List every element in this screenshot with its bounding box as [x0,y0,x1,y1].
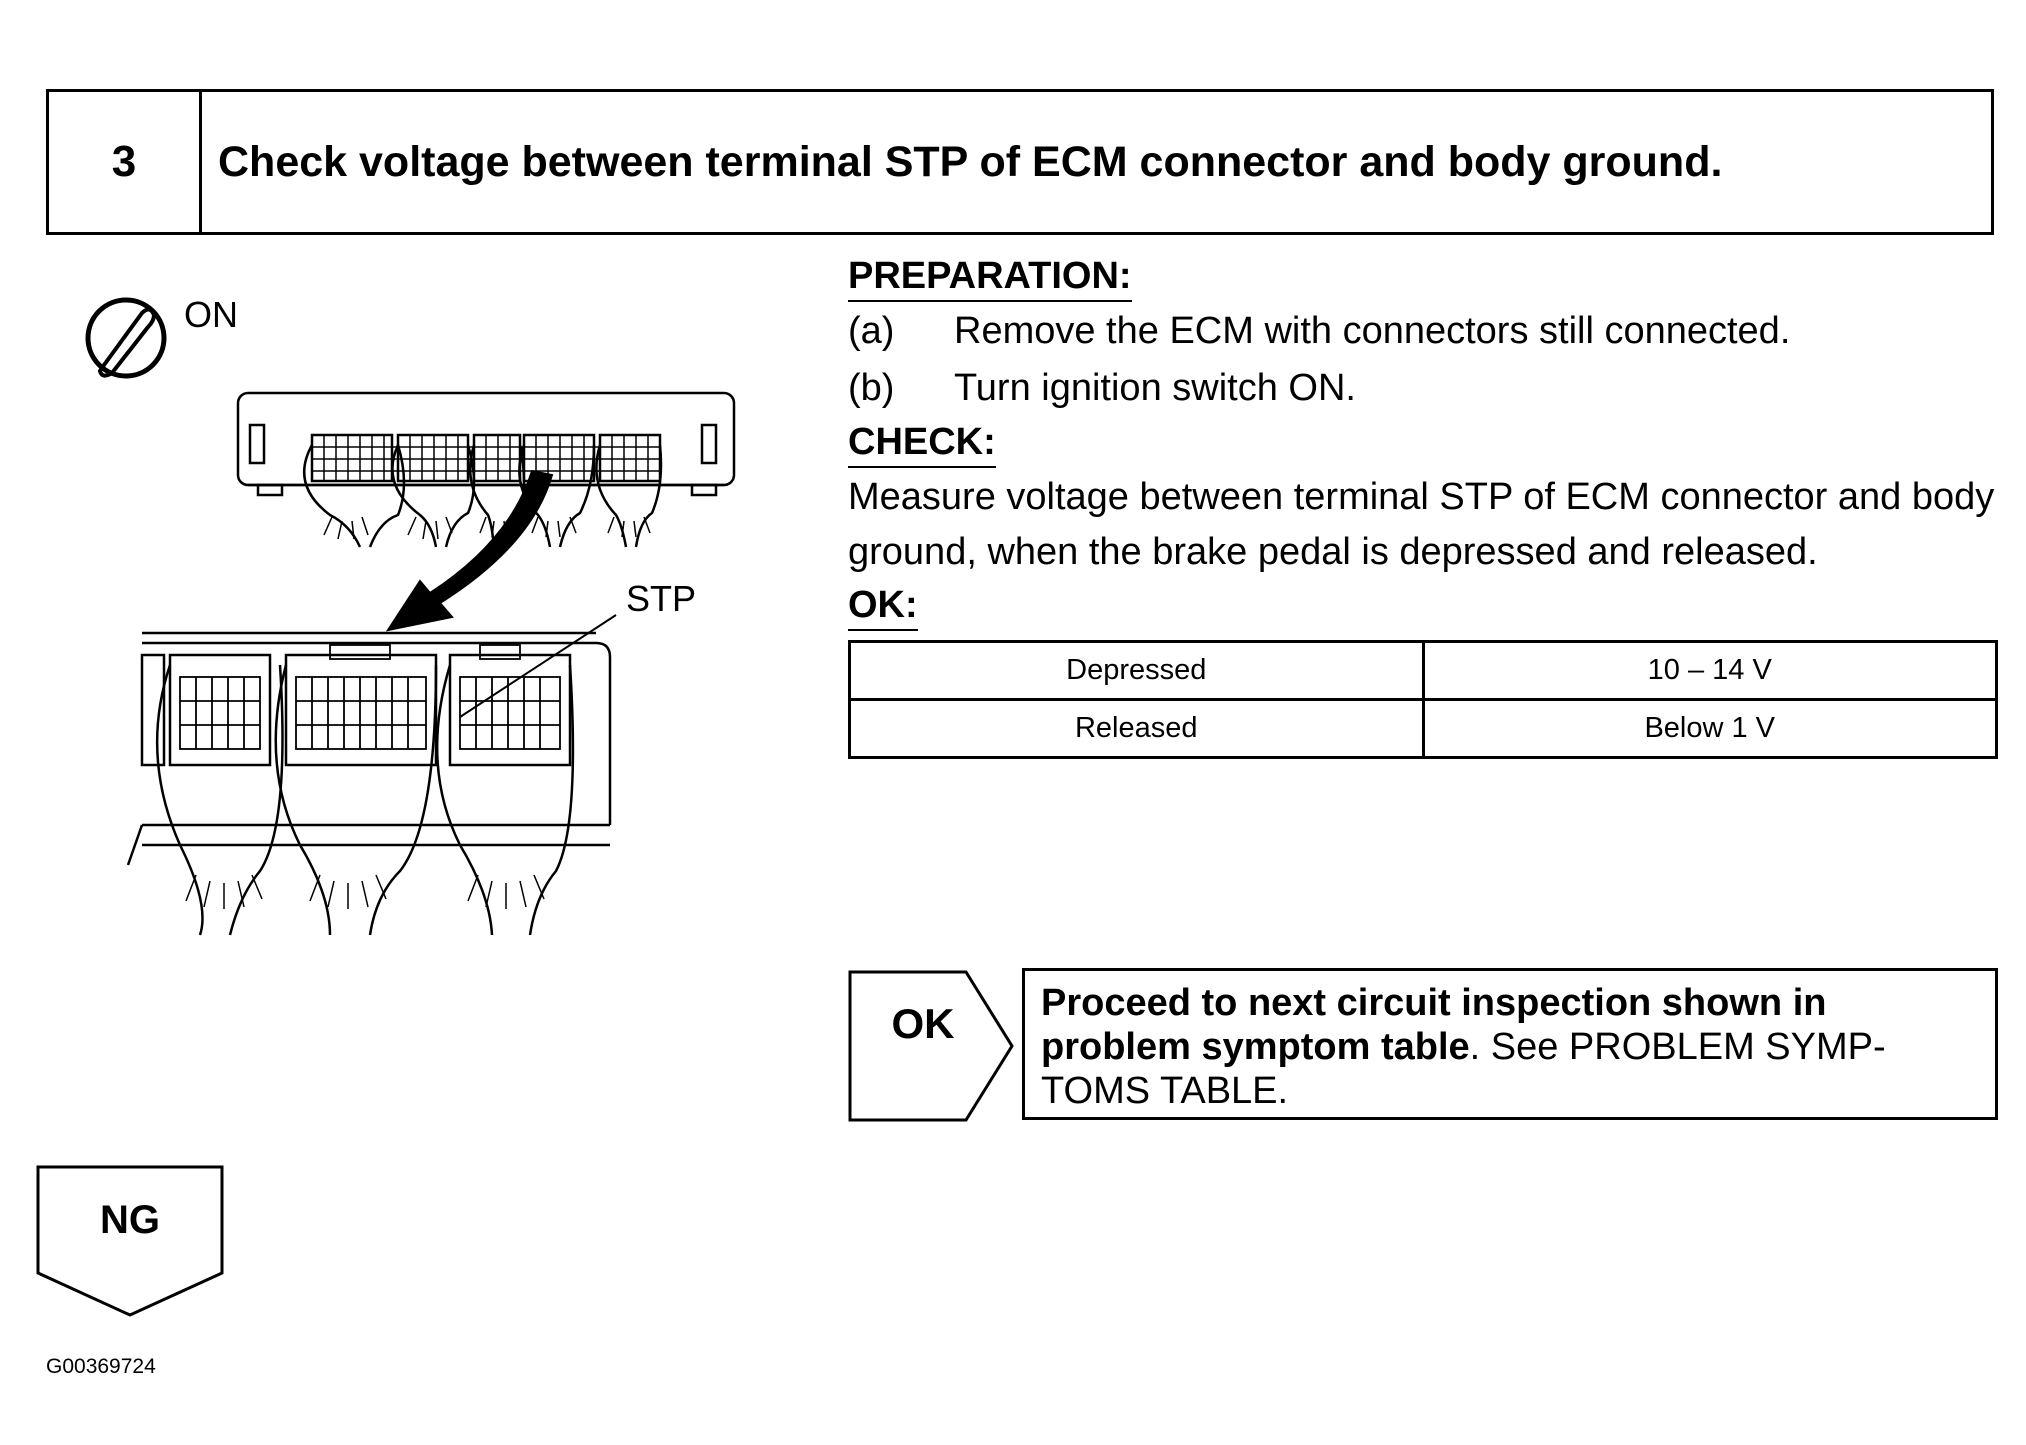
condition-cell: Released [848,698,1425,759]
table-row: Released Below 1 V [848,698,1998,759]
preparation-step-b: (b) Turn ignition switch ON. [848,367,1356,410]
ok-spec-table: Depressed 10 – 14 V Released Below 1 V [848,640,1998,759]
ok-result-box: Proceed to next circuit inspection shown… [1022,968,1998,1120]
detail-arrow [385,469,554,632]
ok-result-label: OK [891,1000,955,1047]
table-row: Depressed 10 – 14 V [848,640,1998,701]
preparation-step-a: (a) Remove the ECM with connectors still… [848,310,1790,353]
preparation-heading: PREPARATION: [848,255,1132,302]
condition-cell: Depressed [848,640,1425,701]
step-label: (a) [848,310,895,352]
value-cell: Below 1 V [1421,698,1998,759]
result-text: . See PROBLEM SYMP-TOMS TABLE. [1041,1026,1886,1112]
step-text: Turn ignition switch ON. [954,367,1356,409]
step-number: 3 [49,92,202,232]
check-text: Measure voltage between terminal STP of … [848,476,1995,573]
ecm-connector-enlarged [126,631,612,936]
step-header: 3 Check voltage between terminal STP of … [46,89,1994,235]
ignition-switch-icon [85,297,167,379]
ng-label: NG [100,1198,160,1242]
ignition-on-label: ON [184,294,238,335]
stp-terminal-label: STP [626,578,696,619]
step-label: (b) [848,367,895,409]
ok-arrow-shape [848,970,1014,1122]
check-heading: CHECK: [848,421,996,468]
ecm-unit [236,391,736,548]
ecm-connector-illustration: ON [85,294,736,936]
ok-heading: OK: [848,584,918,631]
result-text-bold: Proceed to next circuit inspection shown… [1041,982,1827,1068]
value-cell: 10 – 14 V [1421,640,1998,701]
figure-code: G00369724 [46,1355,156,1378]
step-text: Remove the ECM with connectors still con… [954,310,1791,352]
ng-arrow-shape [36,1165,224,1317]
step-title: Check voltage between terminal STP of EC… [218,137,1723,186]
